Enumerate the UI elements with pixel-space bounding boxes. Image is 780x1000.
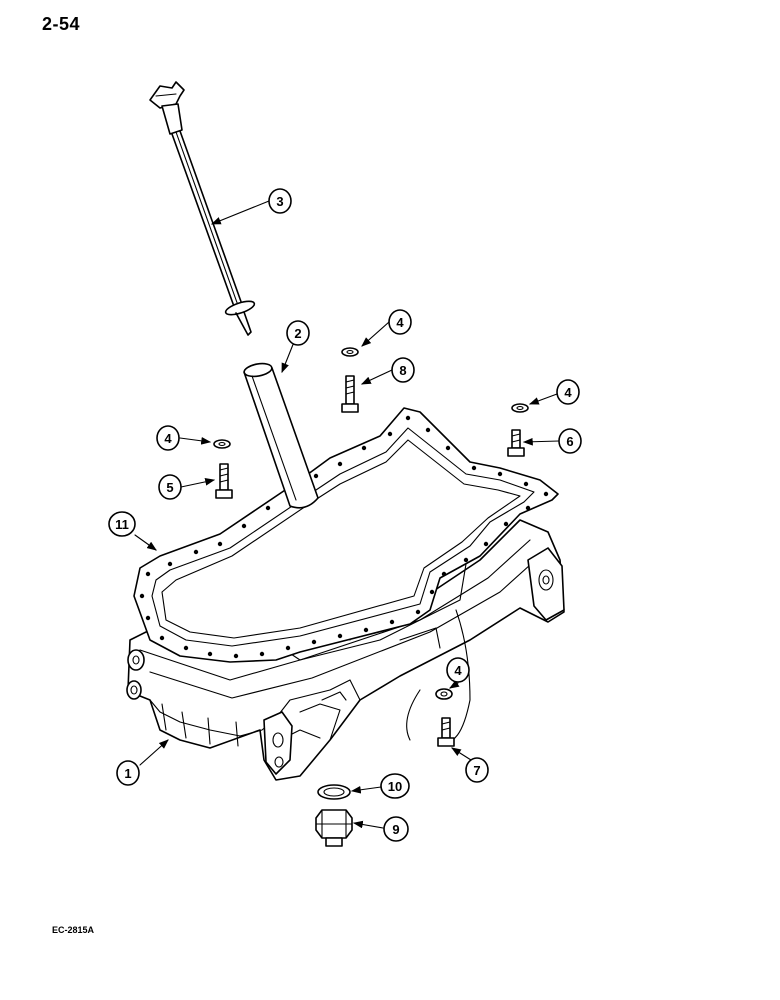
callout-3: 3 [268,188,292,214]
svg-text:8: 8 [399,363,406,378]
callout-5: 5 [158,474,182,500]
svg-text:4: 4 [396,315,404,330]
bolt-7 [437,717,455,747]
svg-text:11: 11 [115,517,129,532]
bolt-8 [341,375,359,413]
gasket-holes [139,415,549,659]
callout-4-top: 4 [388,309,412,335]
svg-text:7: 7 [473,763,480,778]
callout-10: 10 [380,773,410,799]
callout-4-right: 4 [556,379,580,405]
svg-text:1: 1 [124,766,131,781]
dipstick-tube [243,362,319,509]
callout-2: 2 [286,320,310,346]
page-number: 2-54 [42,14,81,34]
leader-lines [134,200,560,829]
svg-text:10: 10 [388,779,402,794]
callout-11: 11 [108,511,136,537]
callout-1: 1 [116,760,140,786]
figure-code: EC-2815A [52,925,95,935]
svg-text:9: 9 [392,822,399,837]
callout-7: 7 [465,757,489,783]
callout-4-bottom: 4 [446,657,470,683]
svg-text:5: 5 [166,480,173,495]
svg-text:3: 3 [276,194,283,209]
svg-text:6: 6 [566,434,573,449]
callout-4-left: 4 [156,425,180,451]
bolt-6 [507,429,525,457]
seal-ring [317,784,351,800]
callout-9: 9 [383,816,409,842]
washers [213,347,529,700]
svg-text:4: 4 [164,431,172,446]
bolt-5 [215,463,233,499]
svg-text:4: 4 [454,663,462,678]
callout-6: 6 [558,428,582,454]
callout-8: 8 [391,357,415,383]
svg-text:4: 4 [564,385,572,400]
svg-text:2: 2 [294,326,301,341]
drain-plug [315,809,353,847]
dipstick [149,81,256,336]
